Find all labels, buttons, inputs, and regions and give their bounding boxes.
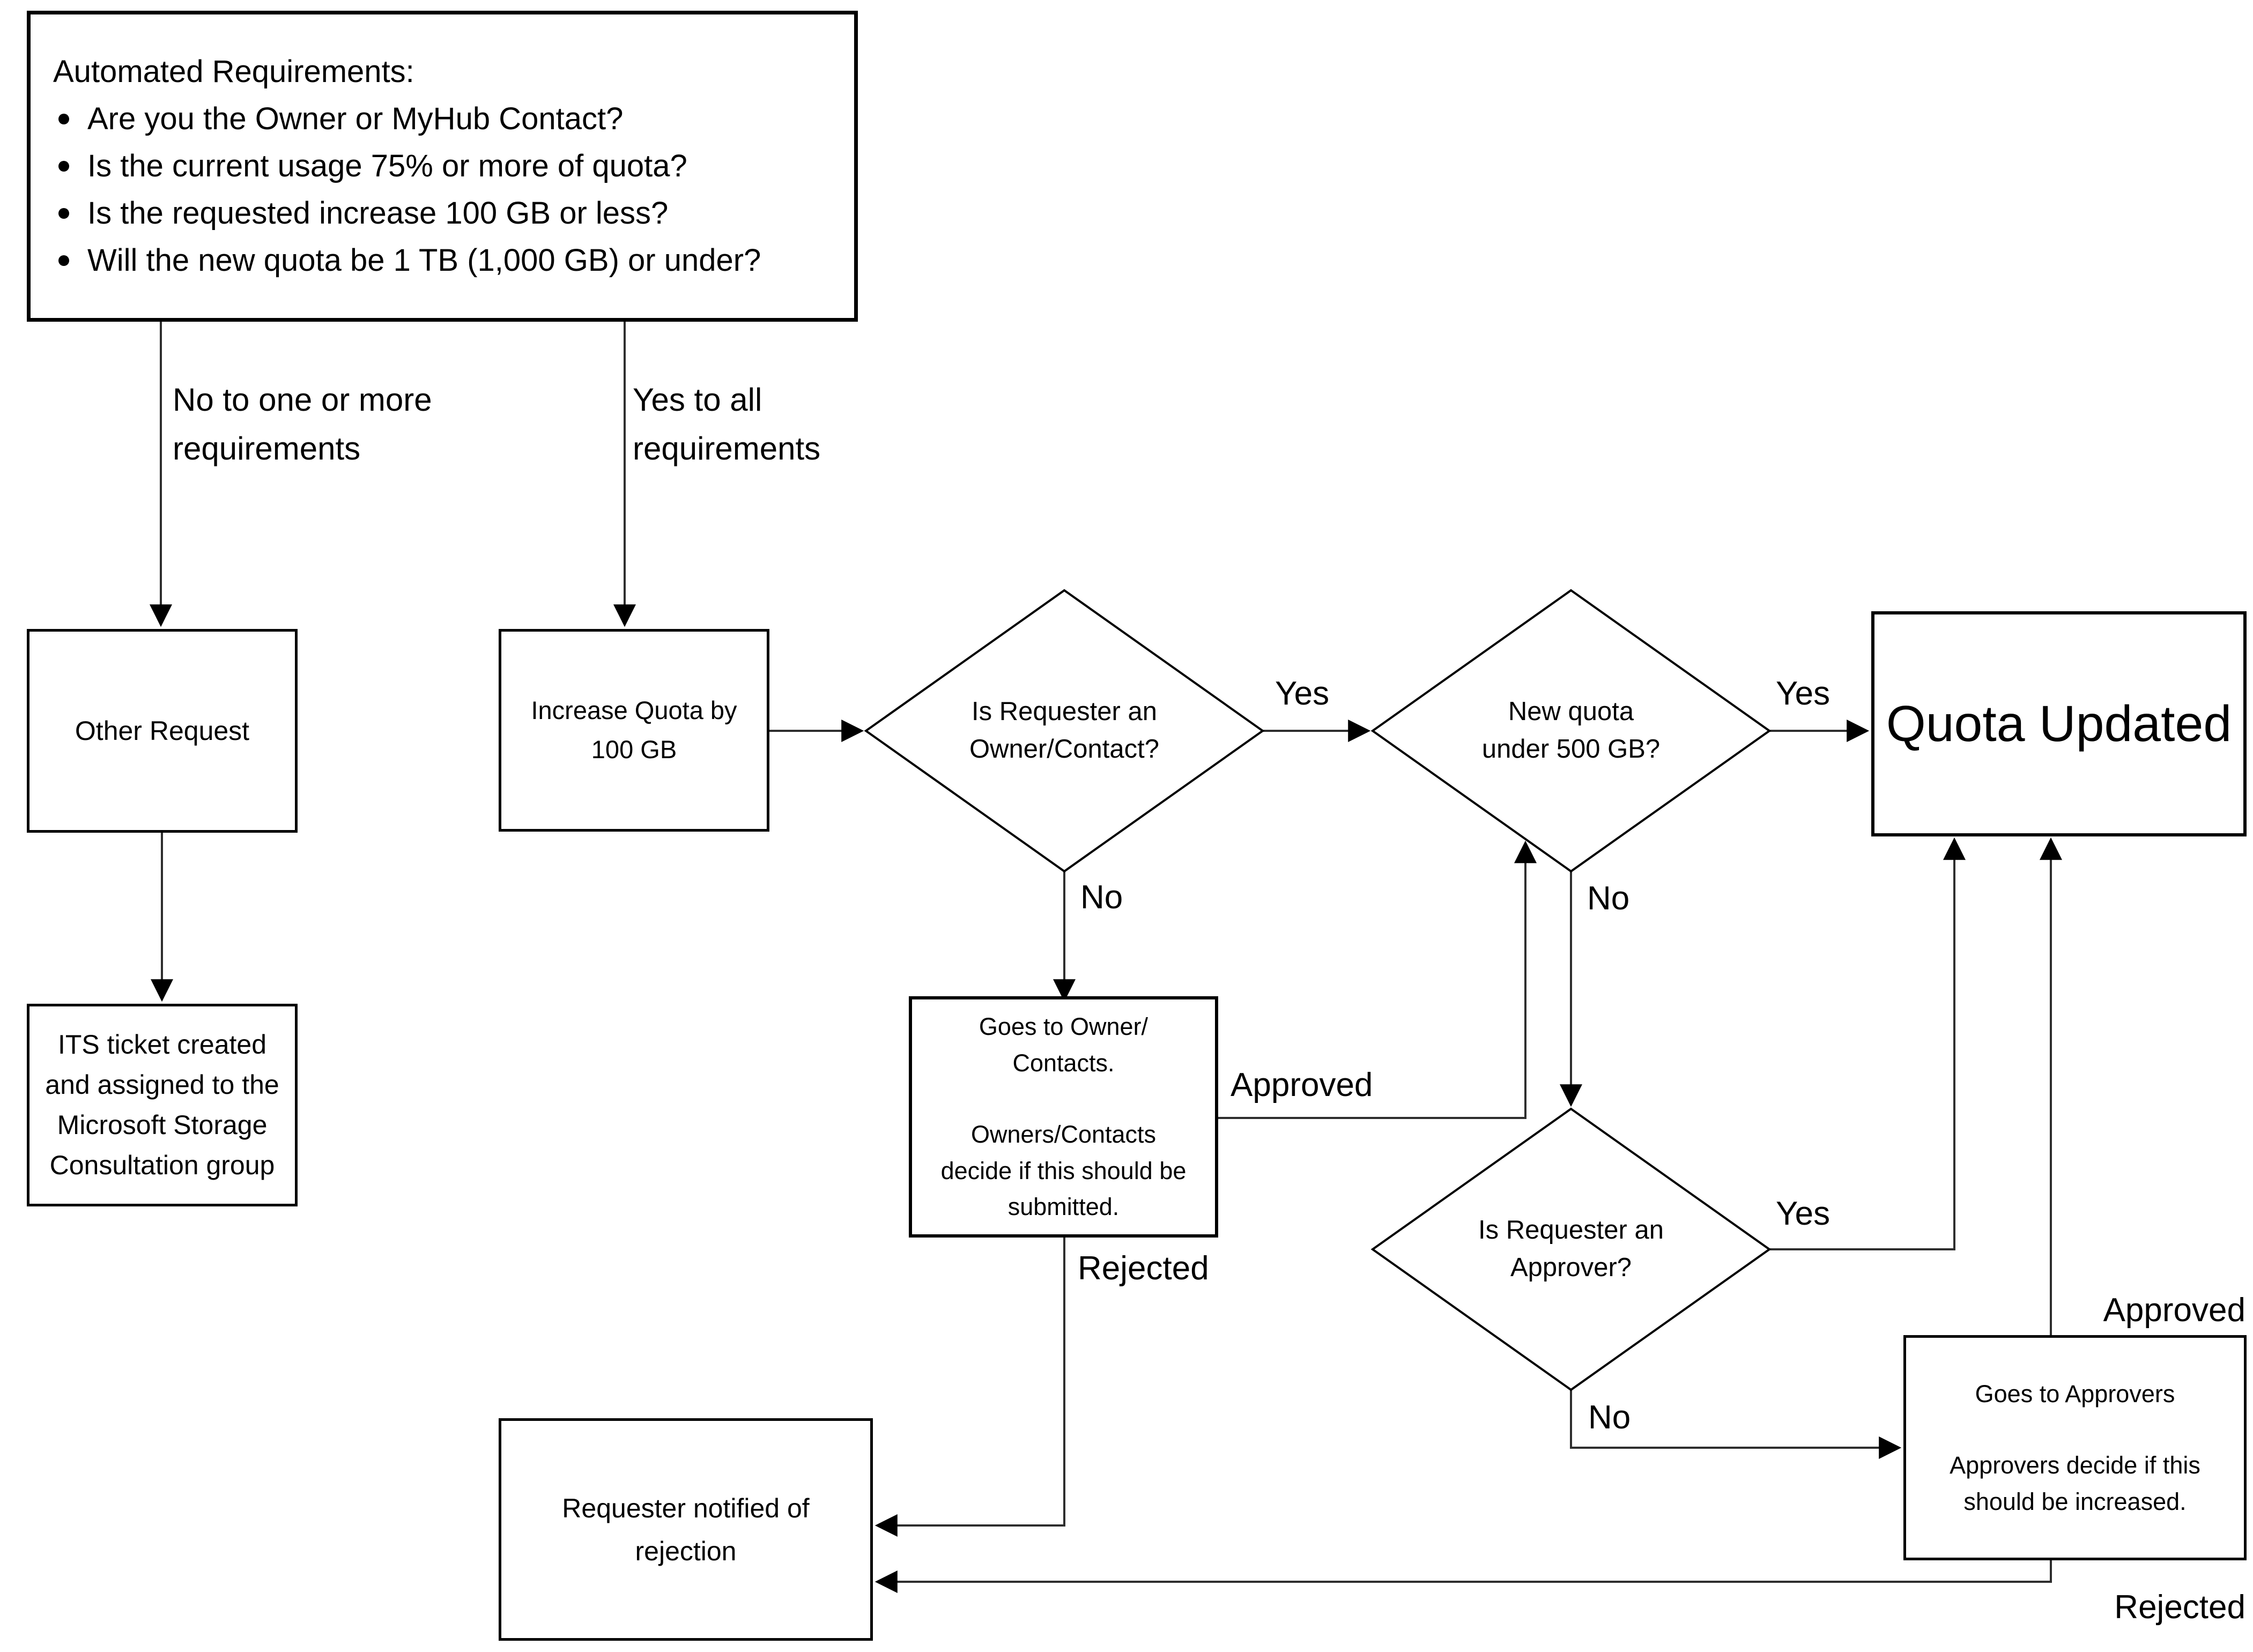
branch-label-no: No to one or more requirements (173, 375, 432, 473)
goes-owner-line1: Goes to Owner/ (979, 1013, 1148, 1041)
edge-approvers-rejected-arrow (874, 1560, 2052, 1593)
edge-label-approvers-rejected: Rejected (2114, 1589, 2245, 1626)
branch-yes-line2: requirements (633, 431, 821, 467)
edge-owner-approved-arrow (1217, 840, 1537, 1119)
increase-line2: 100 GB (591, 735, 677, 764)
decision-owner-contact-shape (864, 589, 1265, 873)
decision-owner-line2: Owner/Contact? (969, 735, 1160, 764)
requester-line1: Requester notified of (562, 1493, 810, 1523)
increase-line1: Increase Quota by (531, 696, 737, 725)
branch-label-yes: Yes to all requirements (633, 375, 820, 473)
goes-owner-line2: Contacts. (1012, 1049, 1115, 1077)
edge-label-approver-yes: Yes (1776, 1195, 1830, 1232)
edge-label-owner-approved: Approved (1231, 1066, 1373, 1103)
goes-owner-line5: submitted. (1007, 1193, 1120, 1221)
edge-label-owner-yes: Yes (1275, 675, 1330, 712)
edge-label-500-no: No (1587, 880, 1630, 917)
quota-updated-box: Quota Updated (1871, 611, 2247, 836)
requirement-item: Is the requested increase 100 GB or less… (53, 190, 668, 237)
requirement-text: Is the requested increase 100 GB or less… (87, 196, 669, 231)
quota-updated-label: Quota Updated (1886, 695, 2232, 752)
decision-approver-line1: Is Requester an (1478, 1216, 1664, 1245)
its-line3: Microsoft Storage (57, 1110, 268, 1140)
decision-quota-500-shape (1370, 589, 1772, 873)
other-request-box: Other Request (27, 629, 298, 833)
edge-approver-no-arrow (1570, 1390, 1902, 1459)
goes-to-approvers-box: Goes to Approvers Approvers decide if th… (1903, 1335, 2247, 1560)
requirement-item: Is the current usage 75% or more of quot… (53, 143, 687, 190)
approvers-line3: should be increased. (1963, 1487, 2187, 1515)
edge-owner-rejected-arrow (874, 1238, 1065, 1537)
requester-notified-box: Requester notified of rejection (499, 1418, 873, 1641)
decision-approver-line2: Approver? (1510, 1253, 1632, 1282)
branch-no-line1: No to one or more (173, 382, 432, 418)
bullet-icon (58, 114, 69, 124)
its-ticket-box: ITS ticket created and assigned to the M… (27, 1004, 298, 1206)
edge-approver-yes-arrow (1769, 837, 1966, 1250)
decision-owner-line1: Is Requester an (972, 697, 1157, 727)
bullet-icon (58, 255, 69, 266)
automated-requirements-box: Automated Requirements: Are you the Owne… (27, 11, 858, 322)
decision-owner-contact-label: Is Requester an Owner/Contact? (866, 645, 1263, 817)
edge-label-owner-no: No (1080, 879, 1123, 916)
branch-yes-line1: Yes to all (633, 382, 762, 418)
increase-quota-box: Increase Quota by 100 GB (499, 629, 769, 832)
decision-quota-500-label: New quota under 500 GB? (1373, 645, 1769, 817)
requirements-title: Automated Requirements: (53, 54, 414, 89)
requirement-item: Are you the Owner or MyHub Contact? (53, 95, 623, 143)
goes-owner-line3: Owners/Contacts (970, 1121, 1157, 1149)
bullet-icon (58, 161, 69, 172)
its-line2: and assigned to the (45, 1070, 279, 1100)
requirement-text: Is the current usage 75% or more of quot… (87, 149, 687, 183)
bullet-icon (58, 208, 69, 219)
requester-line2: rejection (635, 1536, 737, 1566)
edge-label-approver-no: No (1588, 1399, 1631, 1436)
requirement-text: Will the new quota be 1 TB (1,000 GB) or… (87, 243, 761, 278)
requirement-text: Are you the Owner or MyHub Contact? (87, 101, 624, 136)
its-line4: Consultation group (49, 1150, 275, 1180)
edge-label-500-yes: Yes (1776, 675, 1830, 712)
edge-label-approvers-approved: Approved (2103, 1292, 2245, 1329)
goes-to-owner-contacts-box: Goes to Owner/ Contacts. Owners/Contacts… (909, 996, 1218, 1238)
requirement-item: Will the new quota be 1 TB (1,000 GB) or… (53, 237, 761, 284)
decision-500-line2: under 500 GB? (1481, 735, 1661, 764)
edge-label-owner-rejected: Rejected (1078, 1250, 1209, 1287)
decision-approver-shape (1370, 1107, 1772, 1391)
decision-500-line1: New quota (1508, 697, 1634, 727)
decision-approver-label: Is Requester an Approver? (1373, 1164, 1769, 1335)
its-line1: ITS ticket created (57, 1029, 267, 1060)
branch-no-line2: requirements (173, 431, 361, 467)
other-request-label: Other Request (75, 715, 250, 746)
approvers-line1: Goes to Approvers (1975, 1380, 2175, 1407)
goes-owner-line4: decide if this should be (940, 1157, 1187, 1184)
approvers-line2: Approvers decide if this (1950, 1451, 2200, 1479)
